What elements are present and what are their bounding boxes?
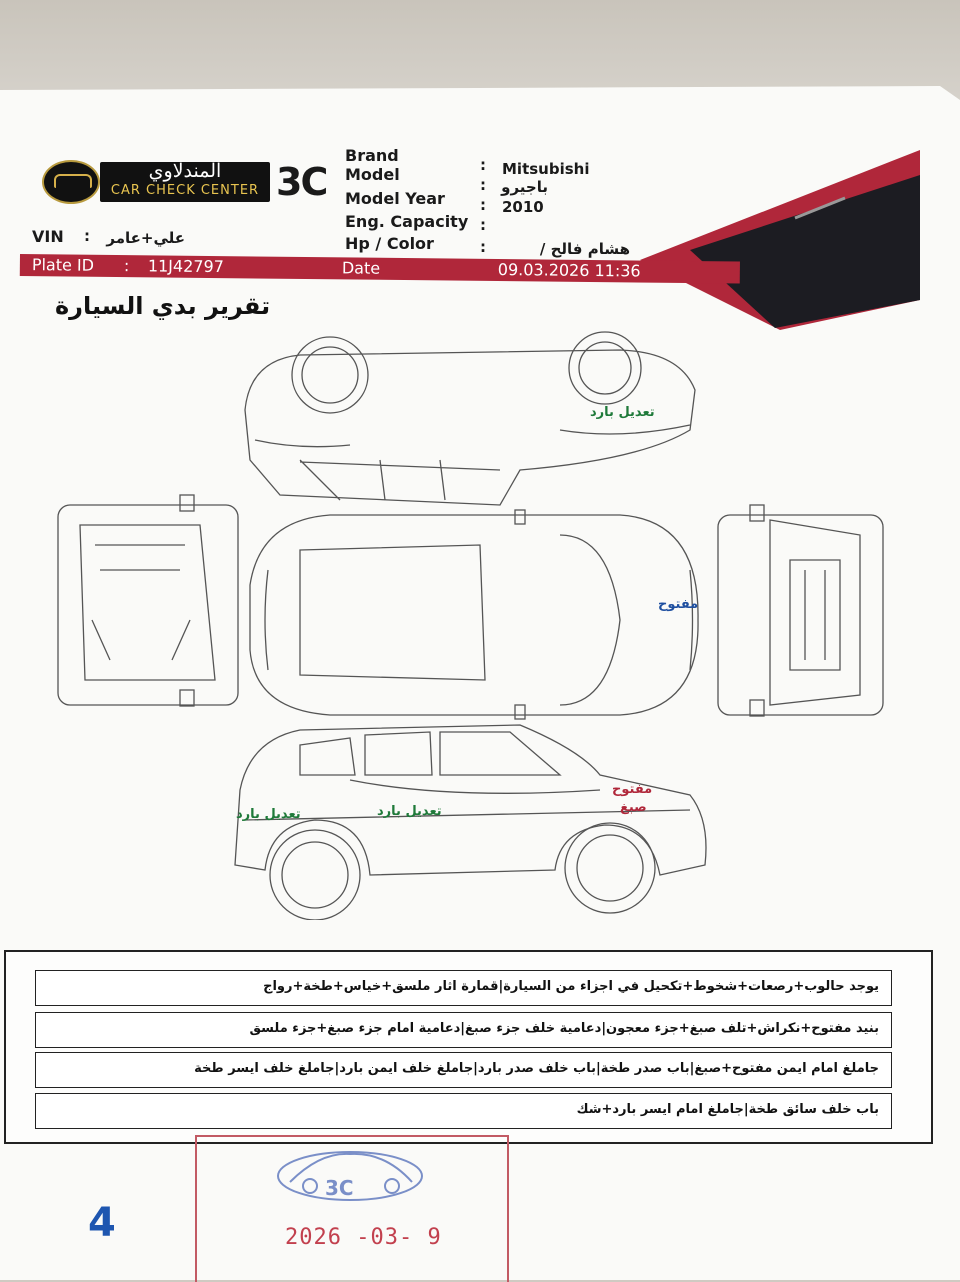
colon: : — [480, 216, 486, 234]
brand-label: Brand — [345, 146, 399, 165]
findings-text: يوجد حالوب+رصعات+شخوط+تكحيل في اجزاء من … — [263, 979, 879, 994]
stamp-mark: 3C — [325, 1176, 354, 1200]
model-year-label: Model Year — [345, 189, 445, 208]
note-top-view: تعديل بارد — [590, 405, 655, 420]
findings-text: جاملغ امام ايمن مفتوح+صبغ|باب صدر طخة|با… — [194, 1061, 879, 1076]
car-top-view — [249, 509, 699, 720]
plate-label: Plate ID — [31, 255, 95, 275]
logo-box — [100, 162, 270, 202]
brand-value: Mitsubishi — [502, 160, 590, 178]
car-right-side-view — [234, 724, 707, 920]
model-value: باجيرو — [501, 178, 548, 196]
findings-row: باب خلف سائق طخة|جاملغ امام ايسر بارد+شك — [35, 1093, 892, 1129]
logo-arabic-text: المندلاوي — [148, 160, 222, 182]
colon: : — [480, 238, 486, 256]
colon: : — [480, 156, 486, 174]
header-wedge-graphic — [640, 150, 920, 330]
eng-capacity-label: Eng. Capacity — [345, 212, 469, 231]
colon: : — [480, 176, 486, 194]
car-front-view — [57, 494, 239, 707]
stamp-car-emblem — [277, 1151, 423, 1201]
findings-row: يوجد حالوب+رصعات+شخوط+تكحيل في اجزاء من … — [35, 970, 892, 1006]
note-side-front-1: مفتوح — [612, 782, 653, 797]
logo-badge-icon — [42, 160, 100, 204]
colon: : — [84, 227, 90, 245]
note-side-middle: تعديل بارد — [377, 804, 442, 819]
date-value: 09.03.2026 11:36 — [497, 260, 641, 281]
model-year-value: 2010 — [502, 198, 544, 216]
note-roof-view: مفتوح — [658, 597, 699, 612]
stamp-date: 2026 -03- 9 — [285, 1225, 442, 1250]
logo-3c-mark: 3C — [276, 160, 328, 204]
findings-row: جاملغ امام ايمن مفتوح+صبغ|باب صدر طخة|با… — [35, 1052, 892, 1088]
page-number: 4 — [88, 1200, 116, 1246]
car-left-side-view — [244, 331, 696, 506]
findings-text: باب خلف سائق طخة|جاملغ امام ايسر بارد+شك — [576, 1102, 879, 1117]
note-side-front-2: صبغ — [620, 800, 647, 815]
stamp-frame — [195, 1135, 509, 1282]
logo-english-text: CAR CHECK CENTER — [110, 183, 260, 198]
vin-value: علي+عامر — [106, 229, 185, 247]
model-label: Model — [345, 165, 400, 184]
vin-label: VIN — [32, 227, 64, 246]
colon: : — [123, 256, 130, 276]
findings-row: بنيد مفتوح+نكراش+تلف صبغ+جزء معجون|دعامي… — [35, 1012, 892, 1048]
report-title: تقرير بدي السيارة — [55, 292, 271, 320]
findings-text: بنيد مفتوح+نكراش+تلف صبغ+جزء معجون|دعامي… — [249, 1021, 879, 1036]
date-label: Date — [341, 258, 381, 278]
colon: : — [480, 196, 486, 214]
hp-color-label: Hp / Color — [345, 234, 434, 253]
note-side-rear: تعديل بارد — [236, 807, 301, 822]
car-rear-view — [717, 504, 884, 717]
car-body-diagram — [57, 331, 884, 920]
plate-value: 11J42797 — [147, 256, 224, 277]
